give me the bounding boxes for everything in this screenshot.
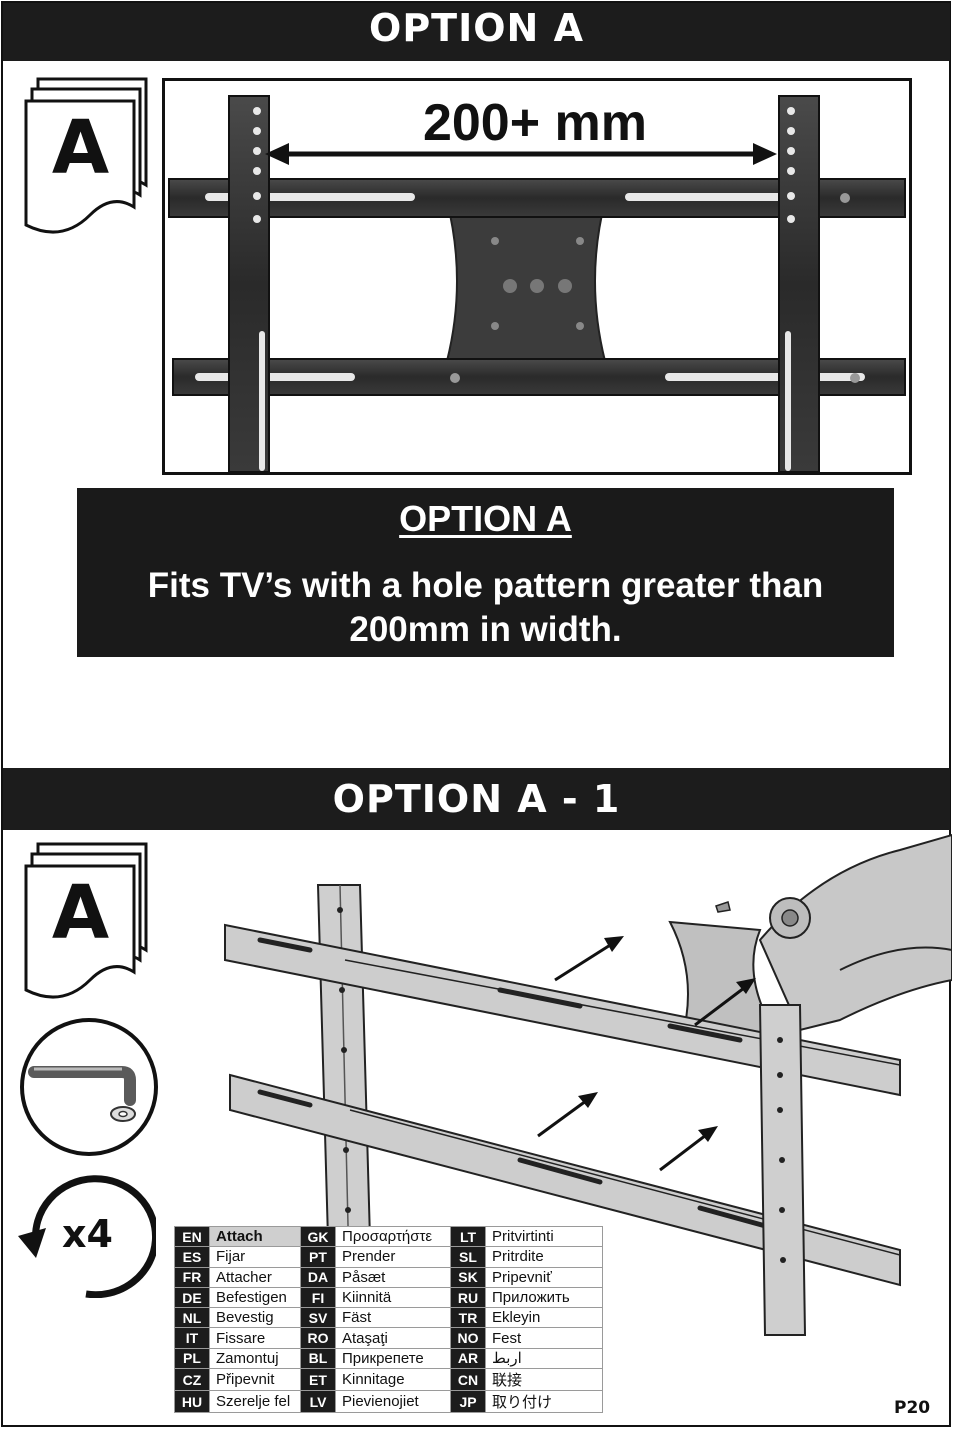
- translation-word: Приложить: [485, 1286, 603, 1309]
- repeat-count: x4: [62, 1212, 113, 1256]
- translation-word: Befestigen: [209, 1286, 301, 1309]
- language-code: GK: [300, 1225, 336, 1248]
- table-row: PL Zamontuj BL Прикрепете AR اربط: [174, 1347, 603, 1370]
- option-info-box: OPTION A Fits TV’s with a hole pattern g…: [77, 488, 894, 657]
- table-row: FR Attacher DA Påsæt SK Pripevniť: [174, 1266, 603, 1288]
- option-a-1-banner: OPTION A - 1: [3, 768, 950, 830]
- hex-key-washer-icon: [18, 1016, 160, 1158]
- language-code: CZ: [174, 1368, 210, 1392]
- translation-table: EN Attach GK Προσαρτήστε LT Pritvirtinti…: [174, 1225, 603, 1414]
- translation-word: Fijar: [209, 1246, 301, 1268]
- translation-word: Kinnitage: [335, 1368, 451, 1392]
- translation-word: Fissare: [209, 1327, 301, 1349]
- language-code: FI: [300, 1286, 336, 1309]
- translation-word: Kiinnitä: [335, 1286, 451, 1309]
- translation-word: Προσαρτήστε: [335, 1225, 451, 1248]
- translation-word: Zamontuj: [209, 1347, 301, 1370]
- language-code: RO: [300, 1327, 336, 1349]
- translation-word: Fäst: [335, 1307, 451, 1329]
- translation-word: 联接: [485, 1368, 603, 1392]
- language-code: SV: [300, 1307, 336, 1329]
- part-bag-a-icon: A: [24, 840, 152, 1006]
- table-row: CZ Připevnit ET Kinnitage CN 联接: [174, 1368, 603, 1392]
- language-code: ES: [174, 1246, 210, 1268]
- translation-word: Ataşaţi: [335, 1327, 451, 1349]
- table-row: DE Befestigen FI Kiinnitä RU Приложить: [174, 1286, 603, 1309]
- translation-word: Pritvirtinti: [485, 1225, 603, 1248]
- language-code: IT: [174, 1327, 210, 1349]
- table-row: HU Szerelje fel LV Pievienojiet JP 取り付け: [174, 1390, 603, 1414]
- language-code: AR: [450, 1347, 486, 1370]
- option-a-banner: OPTION A: [3, 3, 950, 61]
- bag-letter: A: [51, 105, 110, 191]
- translation-word: Påsæt: [335, 1266, 451, 1288]
- translation-word: Attach: [209, 1225, 301, 1248]
- language-code: ET: [300, 1368, 336, 1392]
- language-code: RU: [450, 1286, 486, 1309]
- translation-word: Fest: [485, 1327, 603, 1349]
- dimension-label: 200+ mm: [422, 94, 648, 152]
- language-code: CN: [450, 1368, 486, 1392]
- translation-word: Szerelje fel: [209, 1390, 301, 1414]
- repeat-arrow-icon: [16, 1166, 160, 1299]
- part-bag-a-icon: A: [24, 75, 152, 241]
- translation-word: Прикрепете: [335, 1347, 451, 1370]
- language-code: SK: [450, 1266, 486, 1288]
- table-row: ES Fijar PT Prender SL Pritrdite: [174, 1246, 603, 1268]
- translation-word: Prender: [335, 1246, 451, 1268]
- info-description: Fits TV’s with a hole pattern greater th…: [147, 566, 824, 649]
- language-code: JP: [450, 1390, 486, 1414]
- assembly-illustration: [200, 830, 953, 1350]
- language-code: NL: [174, 1307, 210, 1329]
- table-row: NL Bevestig SV Fäst TR Ekleyin: [174, 1307, 603, 1329]
- language-code: DE: [174, 1286, 210, 1309]
- translation-word: Pripevniť: [485, 1266, 603, 1288]
- language-code: TR: [450, 1307, 486, 1329]
- translation-word: Attacher: [209, 1266, 301, 1288]
- bag-letter: A: [51, 870, 110, 956]
- table-row: IT Fissare RO Ataşaţi NO Fest: [174, 1327, 603, 1349]
- translation-word: 取り付け: [485, 1390, 603, 1414]
- info-title: OPTION A: [399, 498, 572, 539]
- language-code: LV: [300, 1390, 336, 1414]
- language-code: BL: [300, 1347, 336, 1370]
- translation-word: Připevnit: [209, 1368, 301, 1392]
- translation-word: اربط: [485, 1347, 603, 1370]
- translation-word: Pievienojiet: [335, 1390, 451, 1414]
- table-row: EN Attach GK Προσαρτήστε LT Pritvirtinti: [174, 1225, 603, 1248]
- language-code: LT: [450, 1225, 486, 1248]
- language-code: FR: [174, 1266, 210, 1288]
- translation-word: Ekleyin: [485, 1307, 603, 1329]
- language-code: NO: [450, 1327, 486, 1349]
- bracket-photo: 200+ mm: [162, 78, 912, 475]
- language-code: PT: [300, 1246, 336, 1268]
- translation-word: Pritrdite: [485, 1246, 603, 1268]
- language-code: SL: [450, 1246, 486, 1268]
- language-code: PL: [174, 1347, 210, 1370]
- language-code: DA: [300, 1266, 336, 1288]
- language-code: EN: [174, 1225, 210, 1248]
- translation-word: Bevestig: [209, 1307, 301, 1329]
- page-number: P20: [894, 1398, 931, 1418]
- language-code: HU: [174, 1390, 210, 1414]
